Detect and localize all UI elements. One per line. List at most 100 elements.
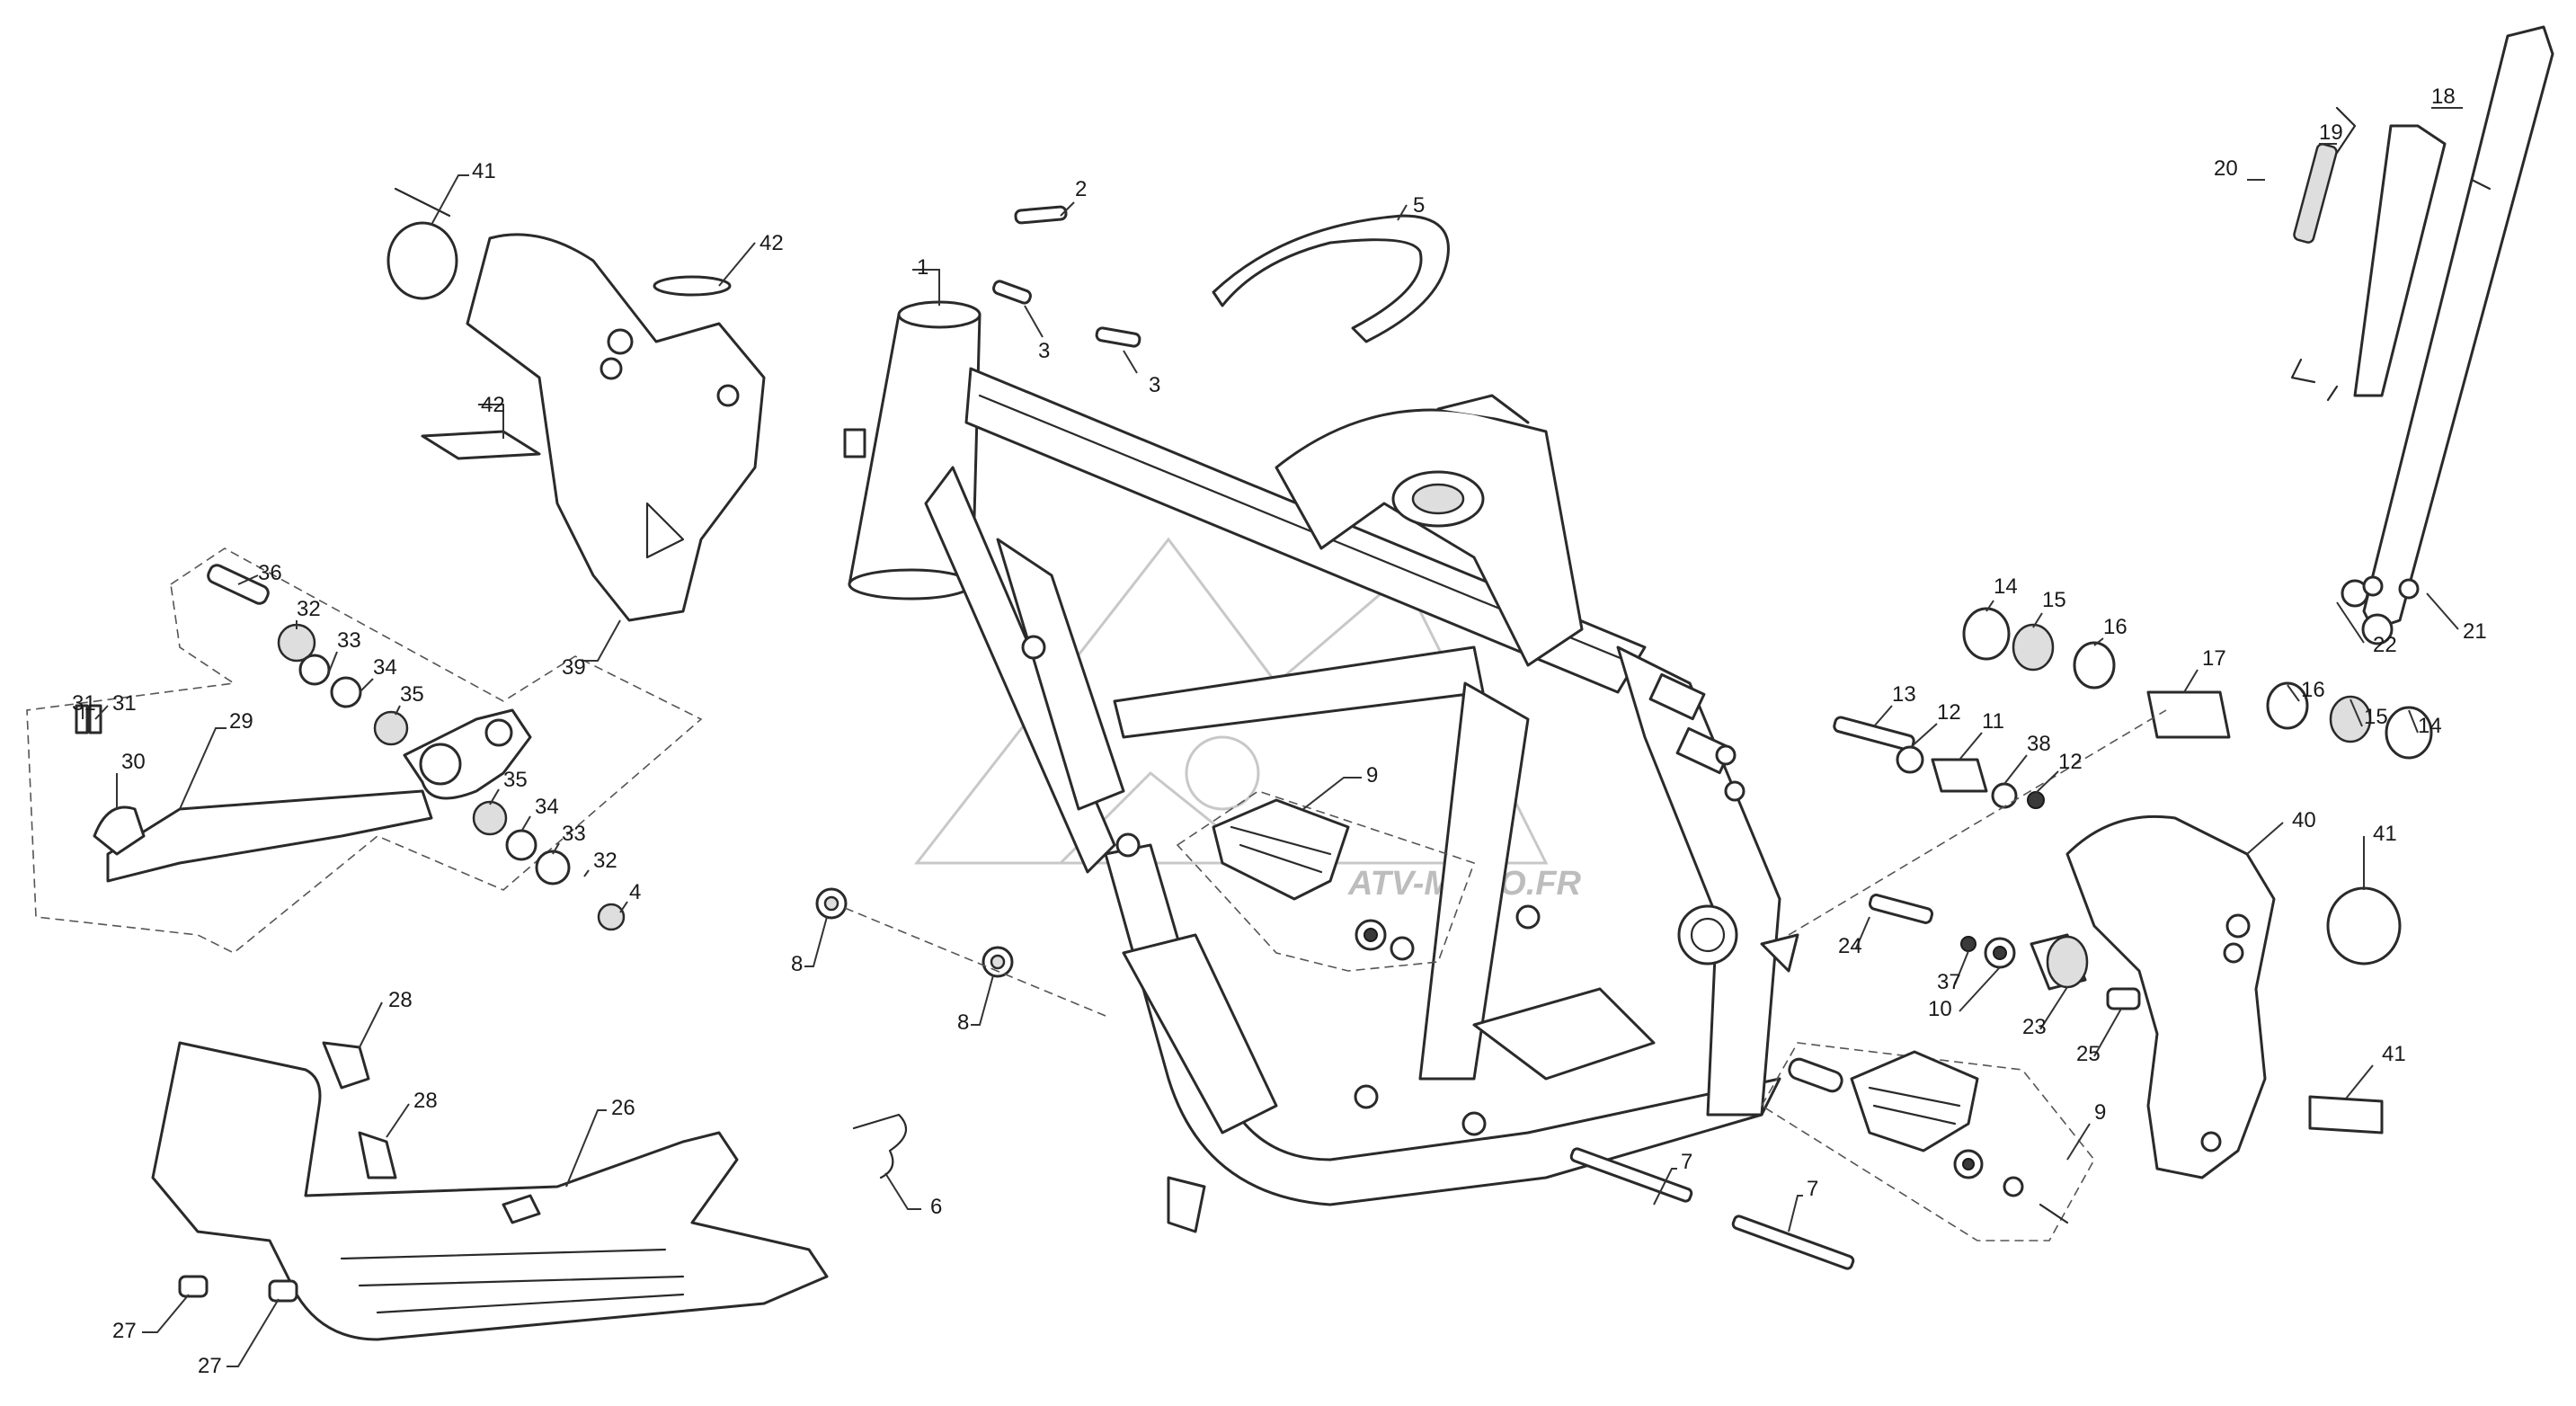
frame-guard-left xyxy=(386,187,766,622)
callout-leader-line xyxy=(1959,732,1983,761)
callout-label: 1 xyxy=(917,255,928,280)
callout-label: 12 xyxy=(1937,700,1961,725)
callout-leader-line xyxy=(1123,350,1138,374)
callout-label: 38 xyxy=(2027,732,2051,756)
top-small-parts xyxy=(992,205,1450,348)
callout-leader-line xyxy=(2287,684,2300,702)
callout-leader-line xyxy=(1024,305,1044,338)
callout-label: 23 xyxy=(2022,1015,2047,1039)
callout-leader-line xyxy=(359,678,374,693)
pivot-parts xyxy=(1788,607,2433,936)
callout-leader-line xyxy=(619,901,628,913)
callout-leader-line xyxy=(2003,754,2028,785)
callout-leader-line xyxy=(1959,966,2001,1012)
callout-leader-line xyxy=(1909,723,1938,749)
callout-leader-line xyxy=(2183,669,2198,693)
callout-leader-line xyxy=(359,1001,383,1048)
callout-leader-line xyxy=(552,842,560,855)
callout-leader-line xyxy=(718,242,756,287)
callout-label: 28 xyxy=(388,988,413,1012)
callout-label: 36 xyxy=(258,561,282,585)
callout-label: 18 xyxy=(2431,85,2456,109)
callout-leader-line xyxy=(237,574,259,585)
callout-leader-line xyxy=(2032,612,2043,628)
callout-label: 10 xyxy=(1928,997,1952,1021)
callout-label: 25 xyxy=(2076,1042,2101,1066)
callout-label: 4 xyxy=(629,880,641,904)
callout-label: 41 xyxy=(2373,822,2397,846)
callout-leader-line xyxy=(2426,592,2459,630)
callout-leader-line xyxy=(583,869,590,877)
callout-label: 41 xyxy=(472,159,496,183)
side-stand xyxy=(2290,25,2554,645)
callout-label: 32 xyxy=(297,597,321,621)
callout-leader-line xyxy=(1788,1195,1803,1232)
callout-label: 9 xyxy=(2094,1100,2106,1125)
callout-label: 3 xyxy=(1149,373,1160,397)
callout-label: 9 xyxy=(1366,763,1378,788)
callout-label: 14 xyxy=(1994,574,2018,599)
callout-label: 7 xyxy=(1807,1177,1818,1201)
callout-leader-line xyxy=(179,727,227,810)
callout-label: 17 xyxy=(2202,646,2226,671)
callout-label: 33 xyxy=(337,628,361,653)
callout-leader-line xyxy=(1653,1168,1677,1206)
callout-label: 31 xyxy=(72,691,96,716)
callout-label: 27 xyxy=(112,1319,137,1343)
callout-label: 14 xyxy=(2418,714,2442,738)
callout-leader-line xyxy=(520,815,531,832)
callout-label: 29 xyxy=(229,709,253,734)
callout-leader-line xyxy=(971,974,994,1026)
callout-leader-line xyxy=(582,619,621,662)
callout-label: 19 xyxy=(2319,120,2343,145)
callout-leader-line xyxy=(227,1298,280,1367)
callout-leader-line xyxy=(2345,1064,2374,1099)
callout-leader-line xyxy=(1954,950,1969,985)
callout-leader-line xyxy=(2408,709,2419,734)
callout-leader-line xyxy=(327,651,338,675)
callout-leader-line xyxy=(2093,637,2104,646)
callout-label: 20 xyxy=(2214,156,2238,181)
callout-label: 41 xyxy=(2382,1042,2406,1066)
callout-label: 8 xyxy=(791,952,803,976)
callout-leader-line xyxy=(489,788,500,805)
callout-label: 37 xyxy=(1937,970,1961,994)
callout-label: 34 xyxy=(535,795,559,819)
callout-label: 33 xyxy=(562,822,586,846)
callout-label: 42 xyxy=(759,231,784,255)
main-frame xyxy=(843,300,1799,1233)
callout-label: 26 xyxy=(611,1096,635,1120)
callout-label: 16 xyxy=(2301,678,2325,702)
callout-label: 3 xyxy=(1038,339,1050,363)
long-bolts xyxy=(1569,1147,1855,1270)
callout-label: 15 xyxy=(2042,588,2066,612)
callout-label: 42 xyxy=(481,393,505,417)
callout-leader-line xyxy=(2336,601,2365,644)
callout-leader-line xyxy=(2066,1123,2091,1161)
callout-leader-line xyxy=(478,404,504,439)
skid-plate xyxy=(151,1041,829,1341)
callout-leader-line xyxy=(142,1294,190,1333)
callout-leader-line xyxy=(565,1109,607,1188)
callout-leader-line xyxy=(386,1103,410,1138)
callout-label: 30 xyxy=(121,750,146,774)
callout-leader-line xyxy=(2349,699,2363,727)
callout-label: 31 xyxy=(112,691,137,716)
callout-label: 27 xyxy=(198,1354,222,1378)
callout-label: 39 xyxy=(562,655,586,680)
footpeg-left xyxy=(1176,790,1476,972)
callout-leader-line xyxy=(94,705,109,720)
callout-leader-line xyxy=(1302,777,1362,810)
callout-leader-line xyxy=(804,916,828,967)
callout-label: 5 xyxy=(1413,193,1425,218)
callout-leader-line xyxy=(884,1172,921,1210)
callout-label: 2 xyxy=(1075,177,1087,201)
callout-label: 28 xyxy=(413,1089,438,1113)
callout-label: 35 xyxy=(503,768,528,792)
callout-leader-line xyxy=(2246,822,2284,855)
callout-label: 16 xyxy=(2103,615,2127,639)
callout-leader-line xyxy=(1060,201,1075,217)
callout-leader-line xyxy=(2035,770,2059,794)
